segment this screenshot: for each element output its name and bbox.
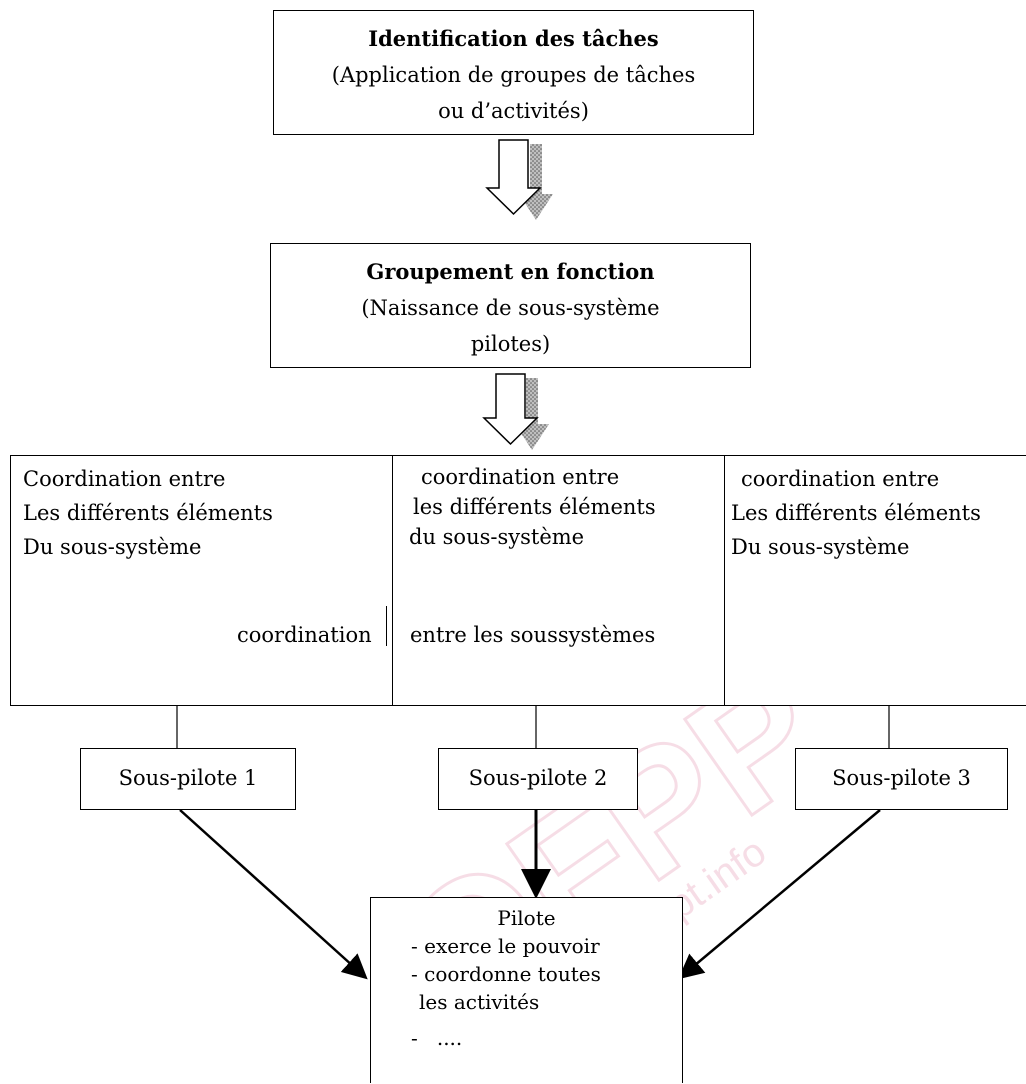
pilot-box: Pilote - exerce le pouvoir - coordonne t…	[370, 897, 683, 1083]
task-identification-box: Identification des tâches (Application d…	[273, 10, 754, 135]
subsystem-3-text: coordination entre Les différents élémen…	[731, 462, 981, 564]
subsystem-2-text: coordination entre les différents élémen…	[409, 462, 656, 552]
grouping-line3: pilotes)	[470, 332, 551, 356]
pilot-title: Pilote	[497, 906, 556, 930]
subsystem-2-line1: coordination entre	[421, 465, 620, 489]
between-label-right: entre les soussystèmes	[410, 623, 656, 647]
grouping-line2: (Naissance de sous-système	[361, 296, 660, 320]
subsystem-3-line3: Du sous-système	[731, 535, 910, 559]
subsystem-1-line3: Du sous-système	[23, 535, 202, 559]
pilot-duty-3: les activités	[419, 990, 540, 1014]
subpilot-2-box: Sous-pilote 2	[438, 748, 638, 810]
down-arrow-1	[485, 139, 553, 220]
task-identification-line3: ou d’activités)	[438, 99, 589, 123]
column-divider-1	[392, 456, 393, 705]
pilot-duty-1: - exerce le pouvoir	[411, 934, 600, 958]
between-label-left: coordination	[237, 623, 372, 647]
subsystem-1-text: Coordination entre Les différents élémen…	[23, 462, 273, 564]
grouping-box: Groupement en fonction (Naissance de sou…	[270, 243, 751, 368]
subsystem-3-line2: Les différents éléments	[731, 501, 981, 525]
subsystem-1-line1: Coordination entre	[23, 467, 226, 491]
grouping-title: Groupement en fonction	[366, 259, 655, 284]
pilot-duties-list: - exerce le pouvoir - coordonne toutes l…	[371, 932, 682, 1052]
pilot-arrows	[179, 809, 881, 980]
subsystem-2-line3: du sous-système	[409, 525, 585, 549]
subsystem-3-line1: coordination entre	[741, 467, 940, 491]
subsystem-2-line2: les différents éléments	[413, 495, 656, 519]
pilot-duty-2: - coordonne toutes	[411, 962, 601, 986]
subpilot-3-box: Sous-pilote 3	[795, 748, 1008, 810]
subpilot-1-box: Sous-pilote 1	[80, 748, 296, 810]
task-identification-line2: (Application de groupes de tâches	[331, 63, 696, 87]
column-divider-2	[724, 456, 725, 705]
subsystems-table: Coordination entre Les différents élémen…	[10, 455, 1026, 706]
down-arrow-2	[482, 373, 549, 450]
pilot-duty-4: - ....	[411, 1026, 463, 1050]
between-row-divider	[386, 606, 387, 646]
task-identification-title: Identification des tâches	[368, 26, 659, 51]
subsystem-1-line2: Les différents éléments	[23, 501, 273, 525]
